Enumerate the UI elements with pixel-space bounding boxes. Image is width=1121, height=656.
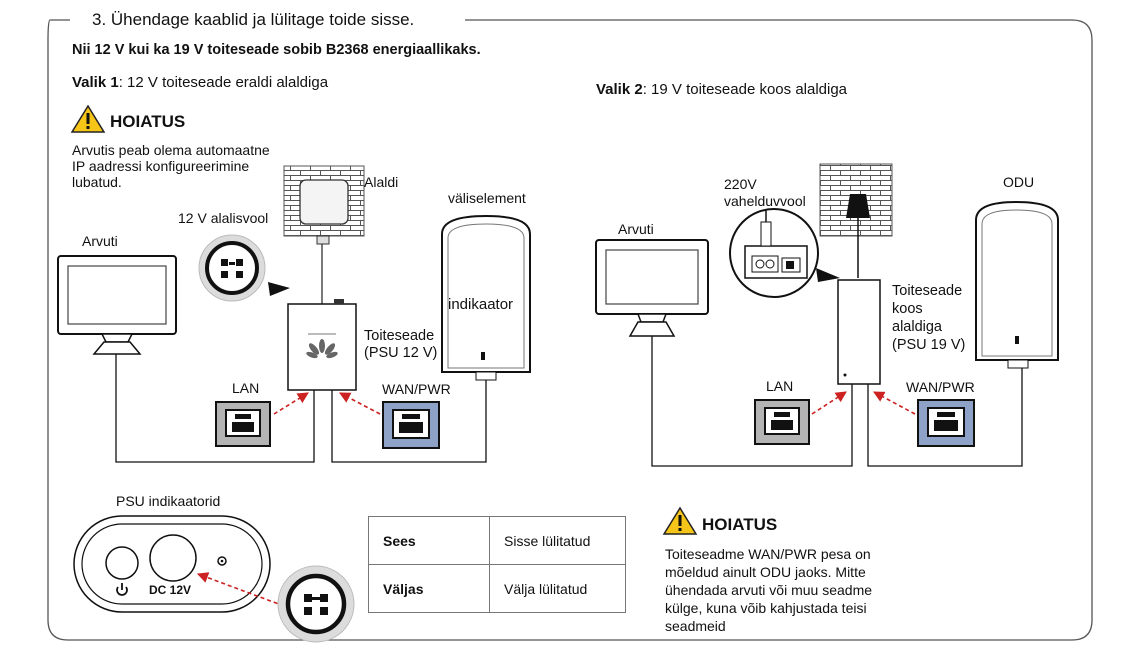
ac-socket-icon <box>729 208 819 298</box>
cable <box>867 368 1023 467</box>
computer-monitor <box>595 239 709 337</box>
adapter-label: Alaldi <box>364 174 399 190</box>
arrow <box>339 392 381 415</box>
callout-triangle <box>816 268 840 282</box>
computer-monitor <box>57 255 177 355</box>
psu-indicator-panel <box>73 515 271 613</box>
table-row: Sees Sisse lülitatud <box>368 516 626 565</box>
power-icon <box>116 583 128 596</box>
psu-19v <box>837 279 881 385</box>
wan-pwr-port-1 <box>382 401 440 449</box>
computer-label: Arvuti <box>82 233 118 249</box>
lan-label: LAN <box>232 380 260 396</box>
dc-label: 12 V alalisvool <box>178 210 269 226</box>
wan-pwr-port-2 <box>917 399 975 447</box>
odu-label: ODU <box>1003 174 1035 190</box>
warning-icon <box>70 104 106 133</box>
wan-label: WAN/PWR <box>906 379 975 395</box>
wan-label: WAN/PWR <box>382 381 451 397</box>
callout-triangle <box>268 282 290 296</box>
dc-connector-icon <box>277 565 355 643</box>
psu-indicators-title: PSU indikaatorid <box>116 493 221 509</box>
outdoor-unit-label: väliselement <box>448 190 526 206</box>
arrow <box>811 391 847 415</box>
arrow <box>273 392 309 415</box>
cable <box>331 380 487 463</box>
psu-19v-label: Toiteseade koos alaldiga (PSU 19 V) <box>892 283 966 353</box>
arrow <box>196 572 285 607</box>
warning-icon <box>662 506 698 535</box>
indicator-state-table: Sees Sisse lülitatud Väljas Välja lülita… <box>368 516 626 613</box>
warning-title: HOIATUS <box>110 112 186 131</box>
meaning-cell: Välja lülitatud <box>489 564 626 613</box>
state-cell: Sees <box>368 516 490 565</box>
step-title: 3. Ühendage kaablid ja lülitage toide si… <box>84 10 423 30</box>
state-cell: Väljas <box>368 564 490 613</box>
table-row: Väljas Välja lülitatud <box>368 564 626 613</box>
lan-label: LAN <box>766 378 794 394</box>
warning2-text: Toiteseadme WAN/PWR pesa on mõeldud ainu… <box>665 546 873 634</box>
intro-text: Nii 12 V kui ka 19 V toiteseade sobib B2… <box>72 42 481 58</box>
cable <box>115 354 315 463</box>
cable <box>651 336 853 467</box>
dc-connector-icon <box>198 234 266 302</box>
lan-port-2 <box>754 399 810 445</box>
outer-frame <box>47 19 1093 641</box>
wall-plug <box>846 194 870 218</box>
indicator-label: indikaator <box>448 296 514 313</box>
ac-label: 220V vahelduvvool <box>724 176 806 209</box>
psu-12v <box>287 299 357 391</box>
warning-text: Arvutis peab olema automaatne IP aadress… <box>72 142 270 190</box>
lan-port-1 <box>215 401 271 447</box>
psu-12v-label: Toiteseade (PSU 12 V) <box>364 328 438 361</box>
dc-text: DC 12V <box>149 583 192 597</box>
warning2-title: HOIATUS <box>702 515 778 534</box>
computer-label: Arvuti <box>618 221 654 237</box>
outdoor-unit <box>441 214 531 381</box>
option1-label: Valik 1: 12 V toiteseade eraldi alaldiga <box>72 74 329 91</box>
meaning-cell: Sisse lülitatud <box>489 516 626 565</box>
power-adapter <box>299 179 349 225</box>
arrow <box>873 391 916 415</box>
odu-unit <box>975 200 1059 369</box>
option2-label: Valik 2: 19 V toiteseade koos alaldiga <box>596 81 848 98</box>
